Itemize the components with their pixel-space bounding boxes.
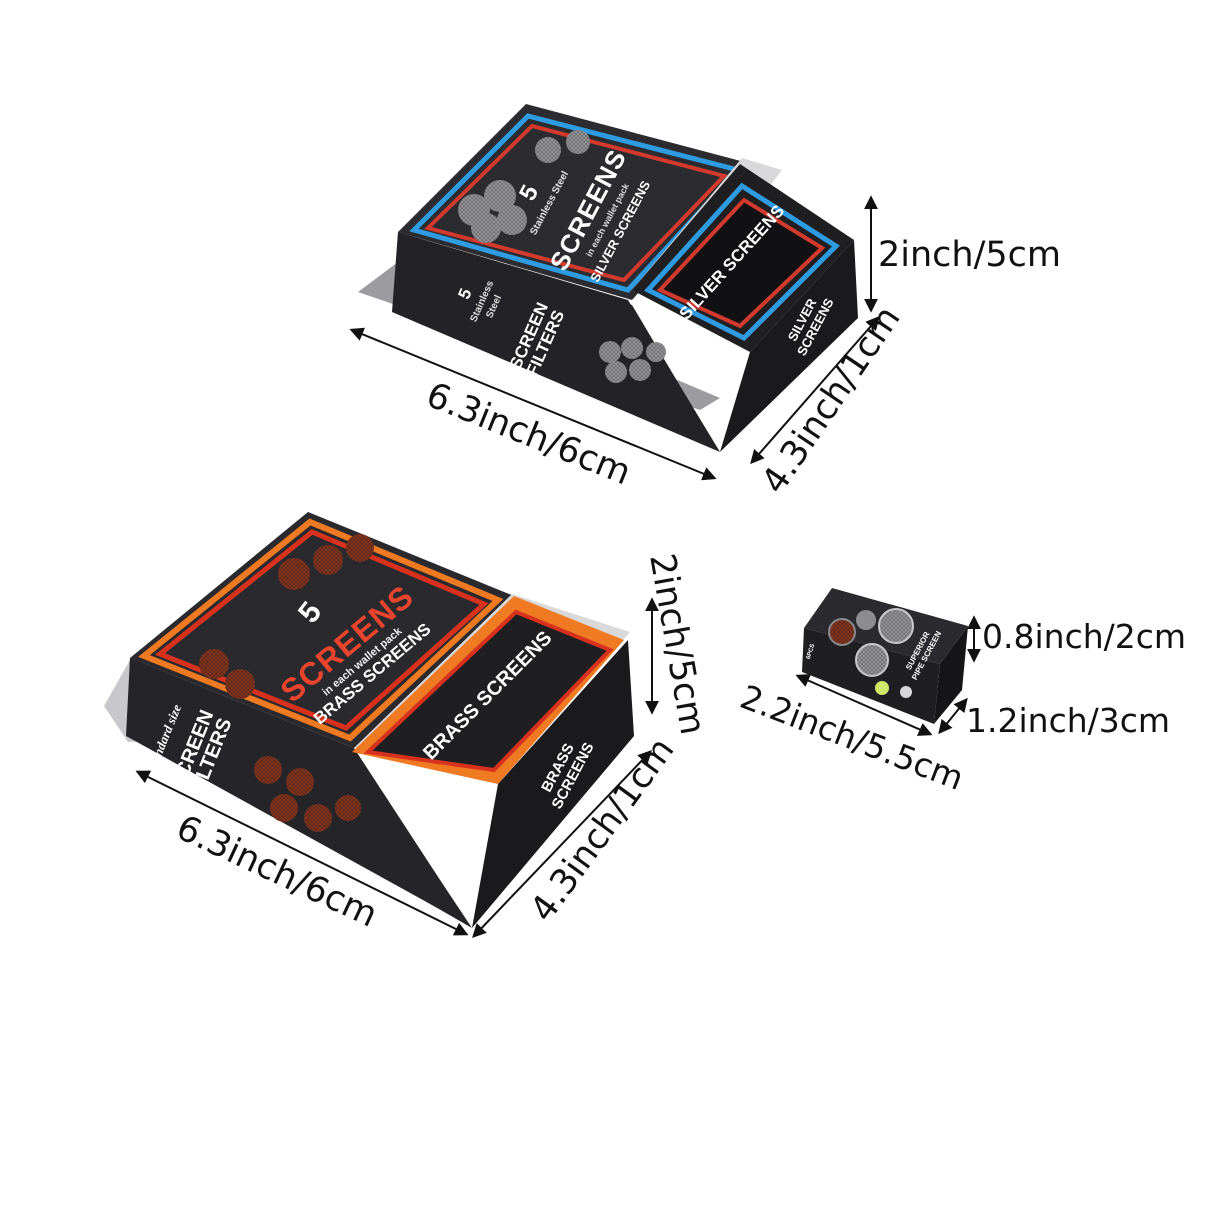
brass-box-orange-border <box>138 518 504 742</box>
brass-box-top-mesh-dots <box>199 534 374 699</box>
pipe-height-label: 0.8inch/2cm <box>982 617 1186 656</box>
silver-length-arrow <box>349 327 717 481</box>
pipe-screen-box: SUPERIOR PIPE SCREEN 6PCS <box>802 588 968 724</box>
silver-box-top-mesh-dots <box>458 130 590 243</box>
brass-length-arrow <box>135 770 469 936</box>
silver-height-label: 2inch/5cm <box>878 235 1061 275</box>
pipe-box-count: 6PCS <box>806 643 817 660</box>
pipe-depth-arrow <box>938 697 968 735</box>
pipe-length-arrow <box>795 674 933 736</box>
silver-box-red-border <box>424 123 728 283</box>
pipe-depth-label: 1.2inch/3cm <box>966 701 1170 740</box>
brass-depth-arrow <box>472 749 652 939</box>
silver-depth-arrow <box>750 315 880 465</box>
brass-box-red-border <box>155 529 489 731</box>
